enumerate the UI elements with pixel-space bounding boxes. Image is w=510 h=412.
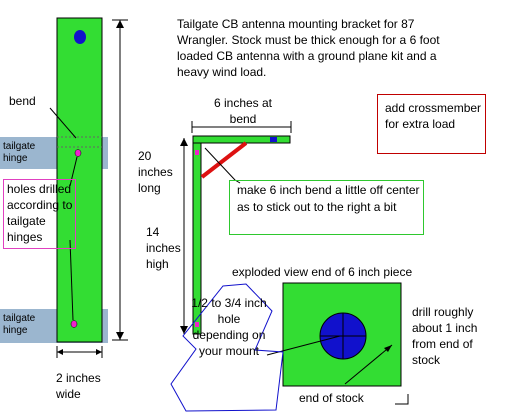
bracket-horizontal bbox=[192, 135, 291, 144]
tailgate-hinge-label-top: tailgate hinge bbox=[0, 139, 56, 169]
hinge-hole-bottom bbox=[70, 320, 78, 328]
crossmember-box bbox=[377, 94, 486, 154]
hole-note-outline bbox=[170, 283, 284, 412]
tailgate-hinge-label-bottom: tailgate hinge bbox=[0, 311, 56, 341]
end-of-stock-label: end of stock bbox=[299, 391, 364, 405]
width-label: 2 inches wide bbox=[56, 371, 101, 401]
drill-note-label: drill roughly about 1 inch from end of s… bbox=[412, 305, 478, 367]
length-label: 20 inches long bbox=[138, 149, 173, 195]
exploded-view-label: exploded view end of 6 inch piece bbox=[232, 265, 413, 279]
bend-note-label: make 6 inch bend a little off center as … bbox=[237, 183, 420, 214]
main-bar bbox=[56, 17, 103, 343]
bend-pointer bbox=[49, 107, 77, 139]
hole-size-label: 1/2 to 3/4 inch hole depending on your m… bbox=[191, 296, 267, 358]
bend-note-box bbox=[229, 180, 424, 235]
hinge-hole-top bbox=[74, 149, 82, 157]
crossmember bbox=[200, 141, 248, 179]
title-text: Tailgate CB antenna mounting bracket for… bbox=[177, 17, 440, 79]
holes-drilled-label: holes drilled according to tailgate hing… bbox=[7, 182, 73, 244]
bend-label: bend bbox=[9, 94, 36, 108]
holes-drilled-box bbox=[3, 179, 76, 249]
top-hole bbox=[74, 30, 86, 44]
crossmember-label: add crossmember for extra load bbox=[385, 101, 482, 131]
fourteen-inch-label: 14 inches high bbox=[146, 225, 181, 271]
six-inch-label: 6 inches at bend bbox=[213, 96, 273, 126]
